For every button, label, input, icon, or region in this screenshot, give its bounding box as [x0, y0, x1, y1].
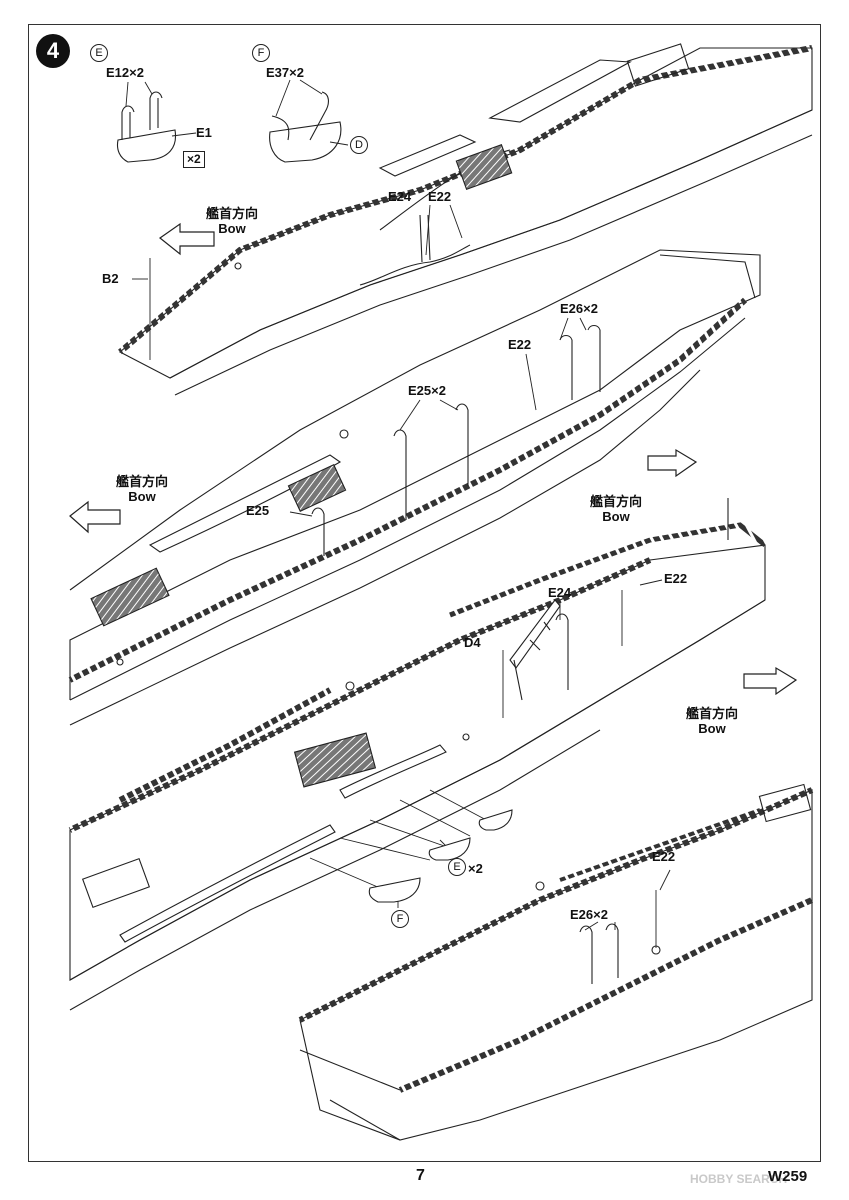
- bow-jp: 艦首方向: [686, 706, 739, 721]
- bow-label-2: 艦首方向 Bow: [116, 474, 168, 504]
- hull-section-2: [68, 249, 761, 726]
- circled-f-top: F: [252, 44, 270, 62]
- circled-e-bottom: E: [448, 858, 466, 876]
- label-e25: E25: [246, 503, 270, 518]
- label-e24-mid: E24: [548, 585, 572, 600]
- hull-section-1: [118, 43, 813, 396]
- lifeboat-e37: [269, 91, 342, 163]
- label-ex2: ×2: [468, 861, 483, 876]
- crane-icon: [509, 599, 561, 701]
- label-e22-bottom: E22: [652, 849, 676, 864]
- label-e1: E1: [196, 125, 212, 140]
- page-frame: [28, 24, 821, 1162]
- watermark: HOBBY SEARCH: [690, 1172, 788, 1186]
- lifeboat-e1: [116, 91, 177, 163]
- bow-label-3: 艦首方向 Bow: [590, 494, 642, 524]
- label-e22-top: E22: [428, 189, 452, 204]
- label-e37: E37×2: [266, 65, 304, 80]
- step-badge-icon: 4: [36, 34, 70, 68]
- bow-en: Bow: [218, 221, 246, 236]
- label-d4: D4: [464, 635, 481, 650]
- bow-jp: 艦首方向: [206, 206, 259, 221]
- circled-f-bottom: F: [391, 910, 409, 928]
- circled-d: D: [350, 136, 368, 154]
- lifeboat-icon: [368, 809, 513, 903]
- bow-en: Bow: [128, 489, 156, 504]
- bow-jp: 艦首方向: [116, 474, 169, 489]
- label-e22-right: E22: [664, 571, 688, 586]
- hull-section-3: [68, 522, 767, 1011]
- label-e24-top: E24: [388, 189, 412, 204]
- label-e25x2: E25×2: [408, 383, 446, 398]
- bow-jp: 艦首方向: [590, 494, 643, 509]
- label-e26-bottom: E26×2: [570, 907, 608, 922]
- kit-code: W259: [768, 1168, 808, 1185]
- bow-label-1: 艦首方向 Bow: [206, 206, 258, 236]
- page-number: 7: [416, 1167, 425, 1184]
- leader-lines: [125, 79, 671, 948]
- label-x2-box: ×2: [183, 151, 205, 168]
- bow-arrow-icon: [69, 222, 798, 696]
- bow-label-4: 艦首方向 Bow: [686, 706, 738, 736]
- bow-en: Bow: [698, 721, 726, 736]
- label-e22-mid: E22: [508, 337, 532, 352]
- bow-en: Bow: [602, 509, 630, 524]
- davit-icon: [311, 214, 729, 984]
- label-e12: E12×2: [106, 65, 144, 80]
- hull-section-4: [298, 783, 814, 1141]
- label-e26-top: E26×2: [560, 301, 598, 316]
- label-b2: B2: [102, 271, 119, 286]
- circled-e-top: E: [90, 44, 108, 62]
